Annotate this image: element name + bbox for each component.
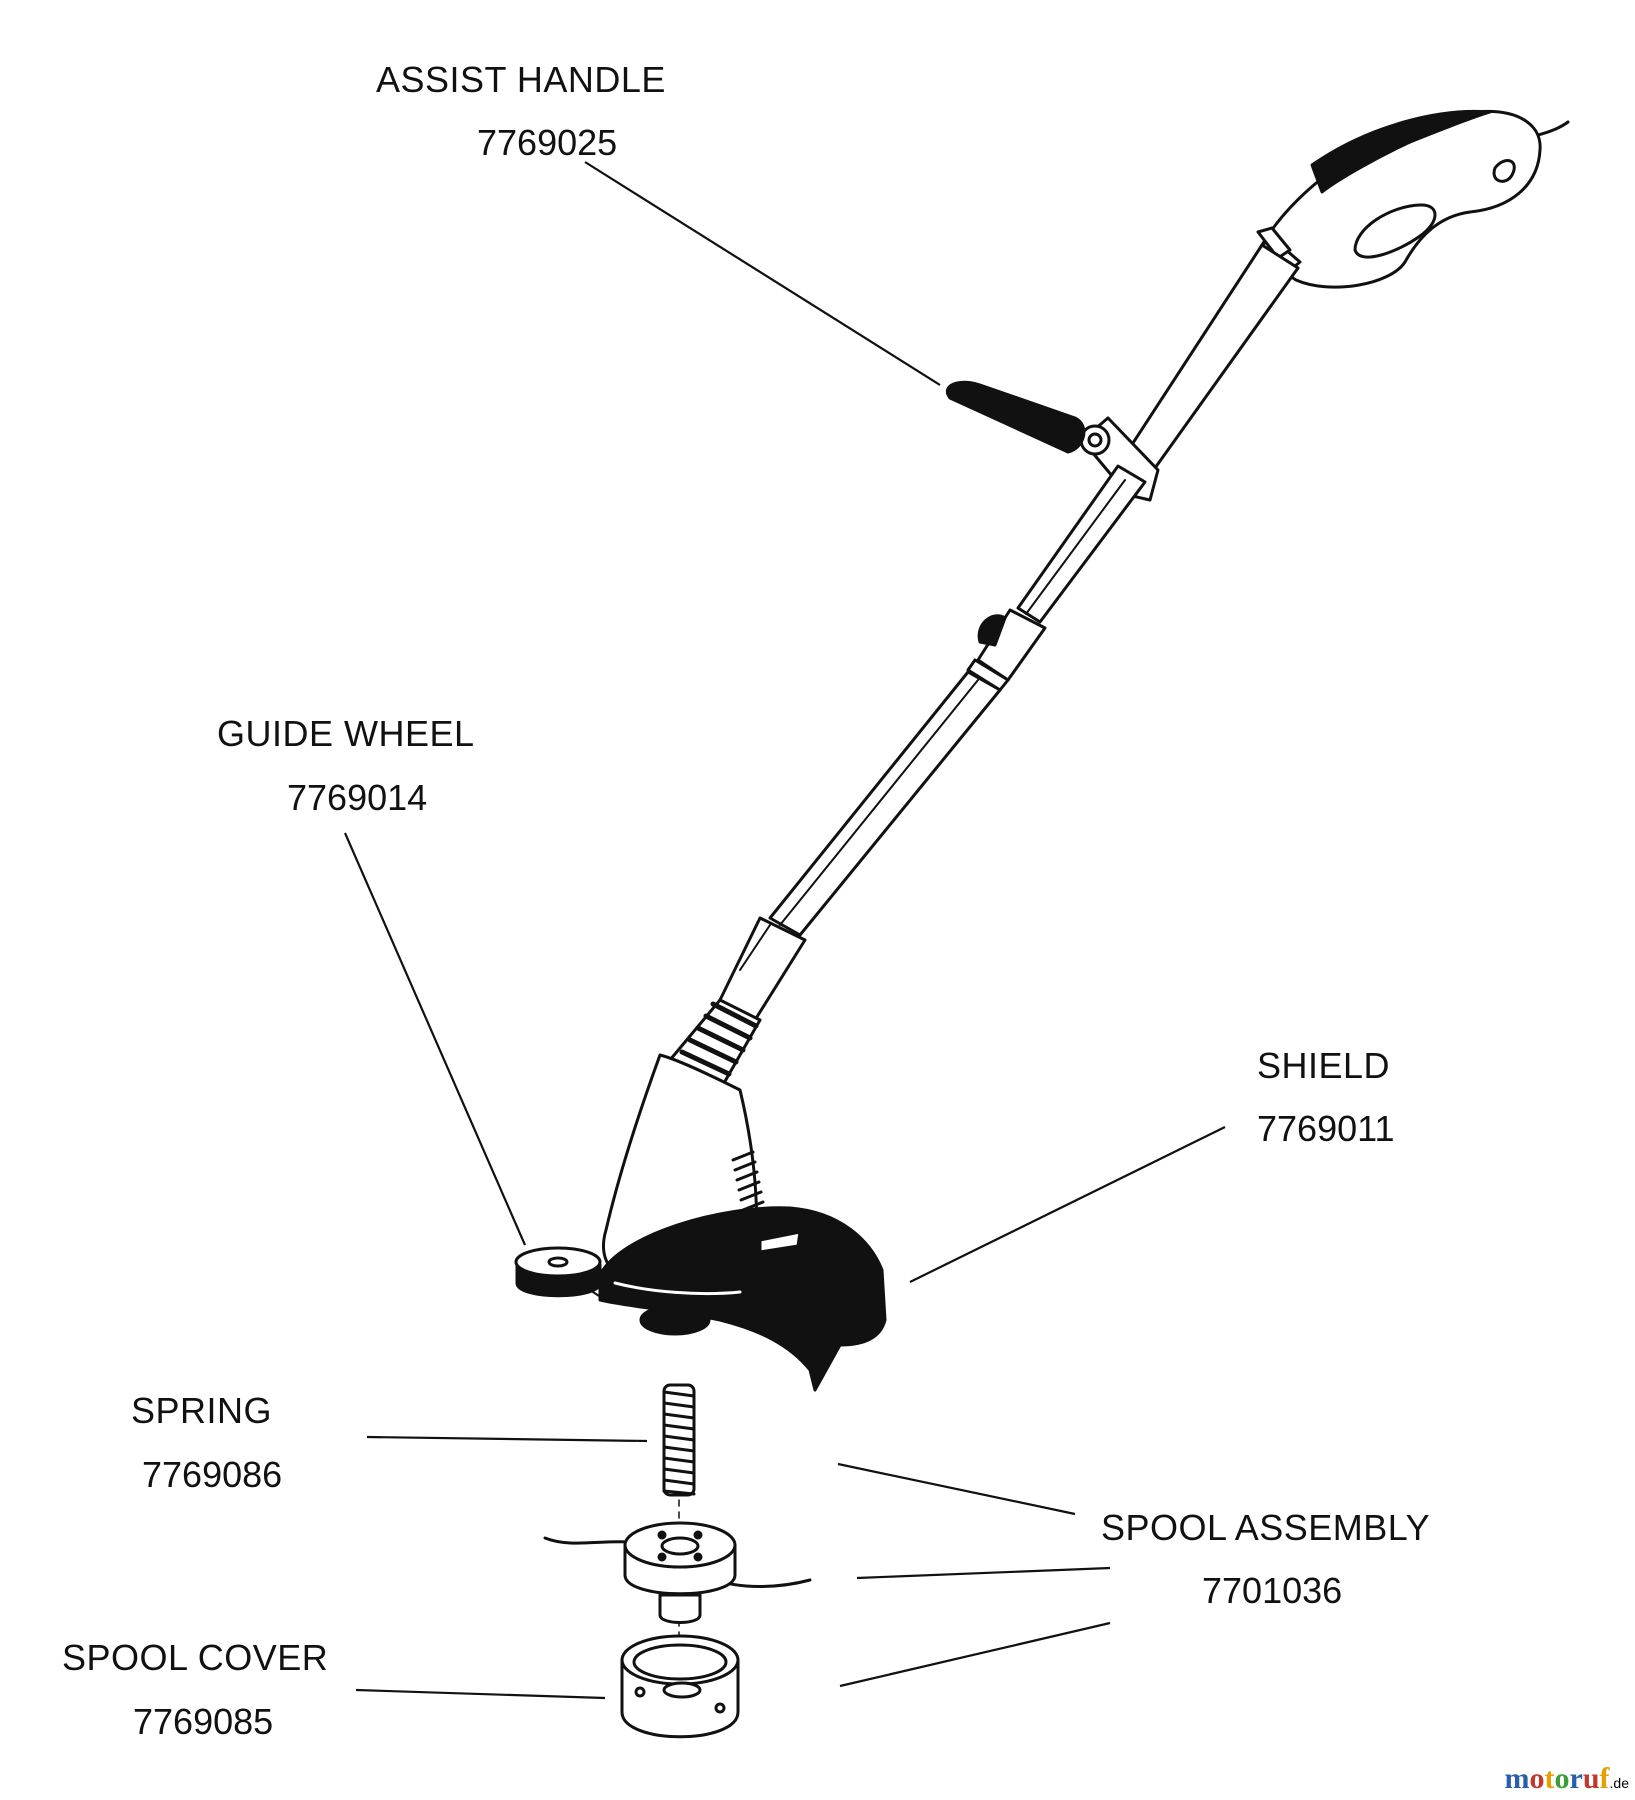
leader-spool-assembly-1 xyxy=(837,1462,1076,1516)
part-number-assist-handle: 7769025 xyxy=(477,122,618,163)
spool-cover xyxy=(620,1634,740,1739)
lower-shaft xyxy=(768,670,1002,937)
upper-shaft xyxy=(1116,243,1300,484)
label-guide-wheel: GUIDE WHEEL xyxy=(217,713,475,754)
assist-handle xyxy=(946,380,1086,454)
watermark-suffix: .de xyxy=(1609,1775,1629,1791)
watermark-letter: m xyxy=(1504,1762,1530,1795)
watermark-letter: u xyxy=(1582,1762,1600,1795)
watermark-text: motoruf xyxy=(1505,1762,1610,1795)
leader-spool-assembly-3 xyxy=(839,1621,1111,1688)
leader-spool-cover xyxy=(355,1688,606,1700)
main-handle xyxy=(1256,109,1542,289)
part-number-spring: 7769086 xyxy=(142,1454,283,1495)
part-number-guide-wheel: 7769014 xyxy=(287,777,428,818)
leader-assist-handle xyxy=(584,161,941,386)
label-spring: SPRING xyxy=(131,1390,273,1431)
label-assist-handle: ASSIST HANDLE xyxy=(376,59,666,100)
leader-shield xyxy=(909,1126,1226,1283)
part-number-spool-assembly: 7701036 xyxy=(1202,1570,1343,1611)
watermark-letter: o xyxy=(1554,1762,1570,1795)
watermark-logo: motoruf.de xyxy=(1505,1762,1629,1796)
part-number-spool-cover: 7769085 xyxy=(133,1701,274,1742)
label-spool-assembly: SPOOL ASSEMBLY xyxy=(1101,1507,1431,1548)
part-number-shield: 7769011 xyxy=(1257,1108,1395,1149)
watermark-letter: r xyxy=(1569,1762,1583,1795)
label-spool-cover: SPOOL COVER xyxy=(62,1637,329,1678)
leader-guide-wheel xyxy=(343,832,527,1246)
spring xyxy=(662,1383,696,1497)
watermark-letter: t xyxy=(1544,1762,1555,1795)
watermark-letter: f xyxy=(1599,1762,1610,1795)
spool-assembly xyxy=(543,1521,812,1624)
guide-wheel xyxy=(514,1246,606,1301)
trimmer-illustration xyxy=(514,109,1570,1739)
leader-spool-assembly-2 xyxy=(856,1566,1111,1580)
label-shield: SHIELD xyxy=(1257,1045,1391,1086)
spool-hub xyxy=(639,1304,711,1336)
watermark-letter: o xyxy=(1529,1762,1545,1795)
leader-spring xyxy=(366,1435,648,1443)
leader-lines xyxy=(343,161,1226,1700)
